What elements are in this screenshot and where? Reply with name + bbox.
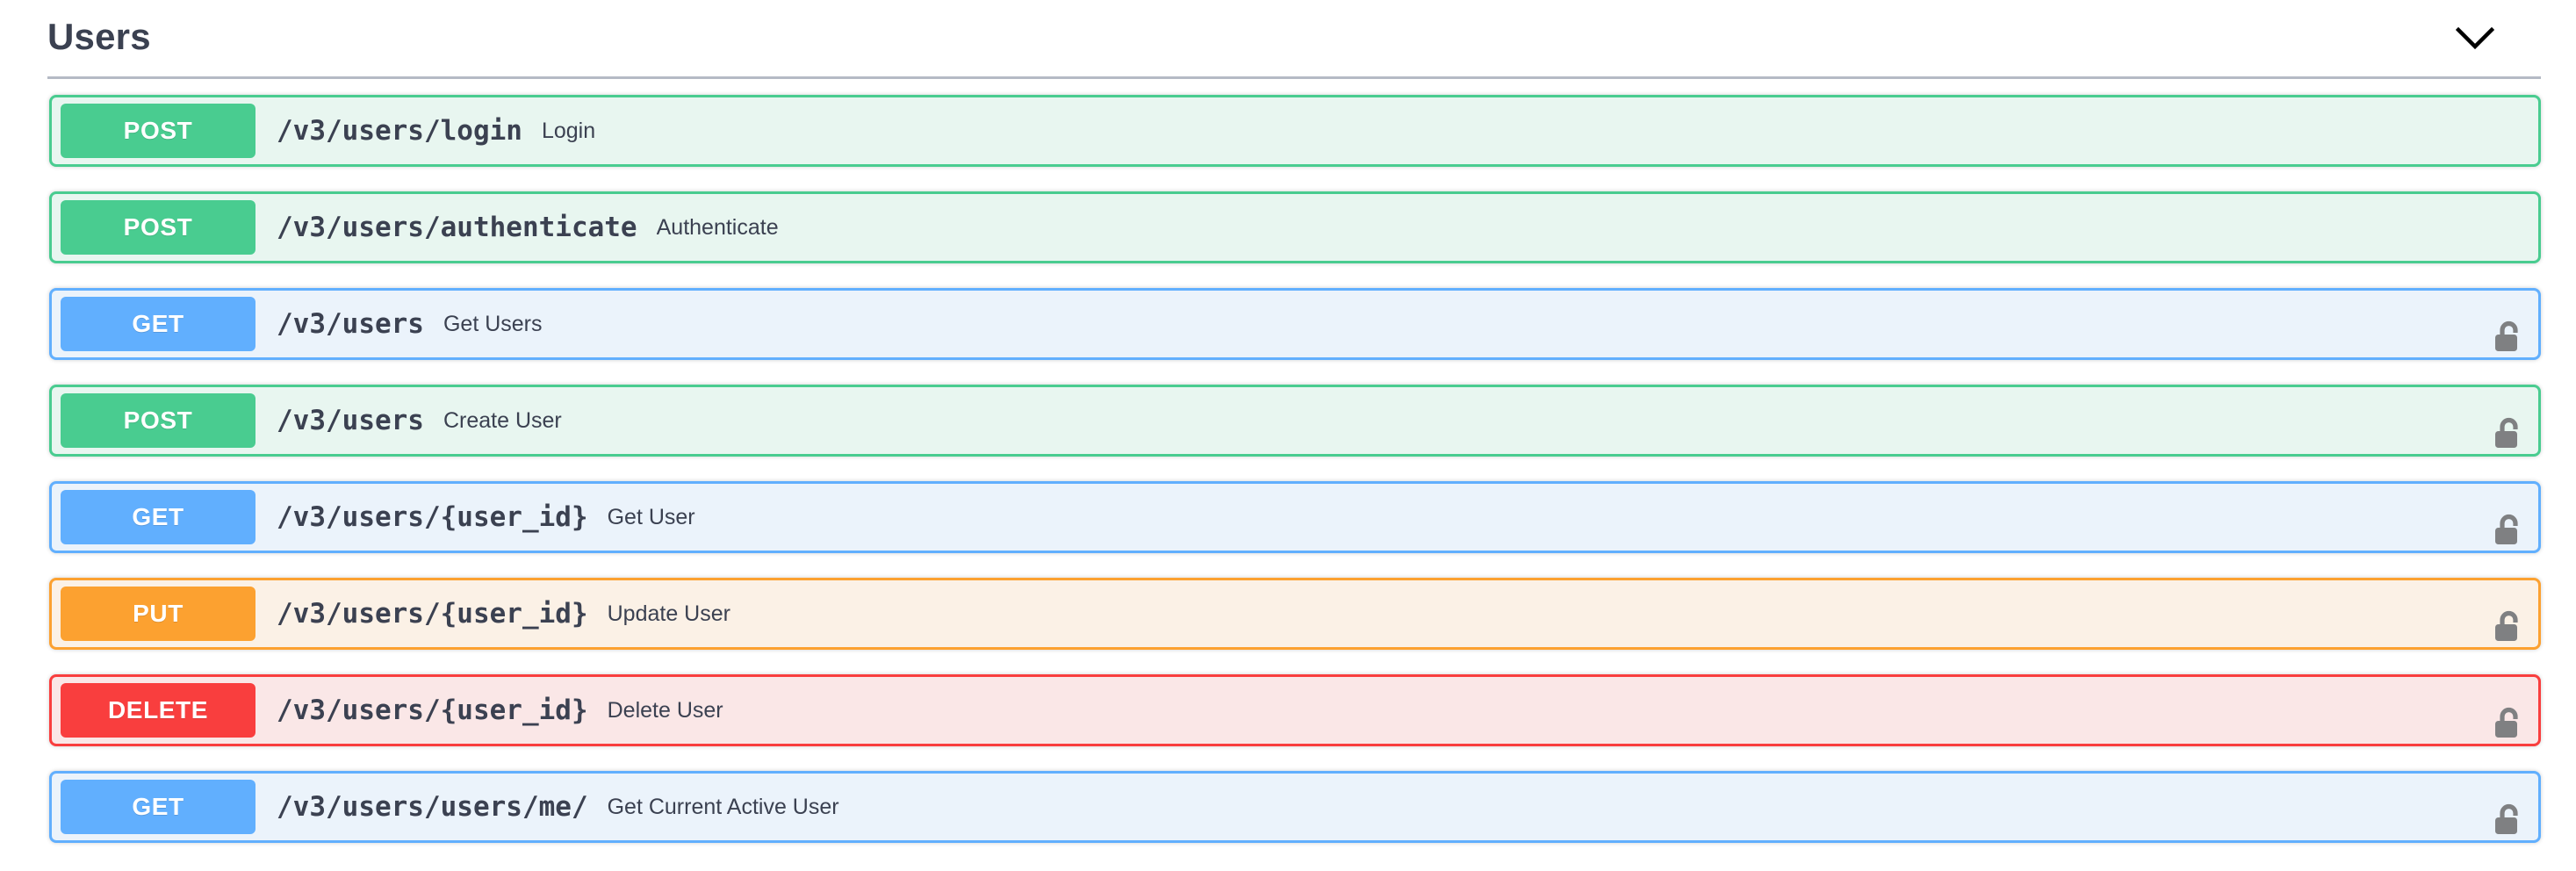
operation-path: /v3/users/{user_id} [277, 695, 588, 726]
operation-summary: Update User [607, 601, 730, 626]
operation-path: /v3/users/{user_id} [277, 598, 588, 630]
method-badge-post: POST [61, 104, 255, 158]
operation-path: /v3/users [277, 308, 424, 340]
method-badge-get: GET [61, 297, 255, 351]
method-badge-post: POST [61, 393, 255, 448]
operation-row[interactable]: GET/v3/users Get Users [49, 288, 2541, 360]
unlocked-padlock-icon[interactable] [2477, 484, 2538, 551]
operation-row[interactable]: PUT/v3/users/{user_id} Update User [49, 578, 2541, 650]
unlocked-padlock-icon[interactable] [2477, 387, 2538, 454]
operation-row[interactable]: DELETE/v3/users/{user_id} Delete User [49, 674, 2541, 746]
operation-summary: Get Users [443, 311, 543, 336]
unlocked-padlock-icon[interactable] [2477, 580, 2538, 647]
operations-list: POST/v3/users/login Login POST/v3/users/a… [49, 95, 2541, 867]
chevron-down-icon[interactable] [2449, 12, 2501, 65]
operation-row[interactable]: POST/v3/users/login Login [49, 95, 2541, 167]
unlocked-padlock-icon[interactable] [2477, 291, 2538, 357]
tag-header-users[interactable]: Users [47, 0, 2541, 79]
operation-path: /v3/users/login [277, 115, 522, 147]
operation-summary: Get User [607, 504, 695, 529]
operation-path: /v3/users/users/me/ [277, 791, 588, 823]
operation-row[interactable]: POST/v3/users Create User [49, 385, 2541, 457]
operation-summary: Delete User [607, 697, 723, 723]
operation-row[interactable]: GET/v3/users/users/me/Get Current Active… [49, 771, 2541, 843]
operation-summary: Get Current Active User [607, 794, 839, 819]
unlocked-padlock-icon[interactable] [2477, 774, 2538, 840]
operation-summary: Login [541, 118, 596, 143]
method-badge-get: GET [61, 490, 255, 544]
unlocked-padlock-icon[interactable] [2477, 677, 2538, 744]
operation-path: /v3/users [277, 405, 424, 436]
operation-row[interactable]: GET/v3/users/{user_id} Get User [49, 481, 2541, 553]
operation-path: /v3/users/authenticate [277, 212, 637, 243]
method-badge-delete: DELETE [61, 683, 255, 738]
operation-summary: Create User [443, 407, 562, 433]
method-badge-get: GET [61, 780, 255, 834]
method-badge-put: PUT [61, 587, 255, 641]
operation-path: /v3/users/{user_id} [277, 501, 588, 533]
operation-summary: Authenticate [656, 214, 779, 240]
method-badge-post: POST [61, 200, 255, 255]
page-title: Users [47, 15, 151, 57]
operation-row[interactable]: POST/v3/users/authenticate Authenticate [49, 191, 2541, 263]
